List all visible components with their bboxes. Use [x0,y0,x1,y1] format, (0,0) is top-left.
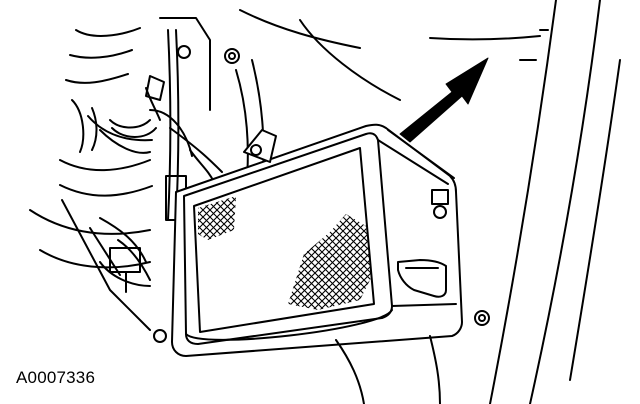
hose-connector [109,75,193,157]
body-pillar [489,0,621,404]
pointer-arrow-icon [399,57,489,143]
figure-id-label: A0007336 [16,368,96,387]
bolt-icon [153,45,490,343]
lower-connector [99,247,151,293]
filter-mesh [198,196,372,310]
